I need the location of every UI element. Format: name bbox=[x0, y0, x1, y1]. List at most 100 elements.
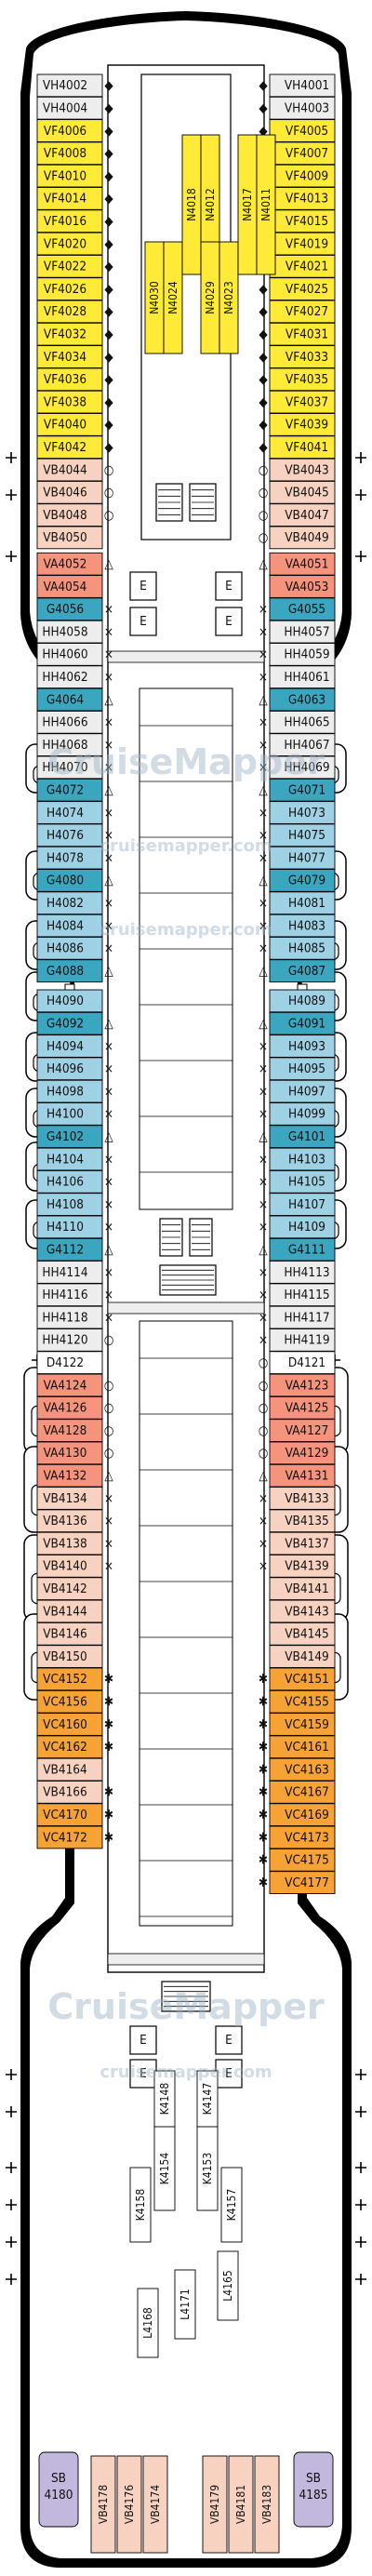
cabin-vb4137[interactable]: VB4137× bbox=[259, 1531, 336, 1555]
cabin-vc4173[interactable]: VC4173✱ bbox=[259, 1825, 336, 1849]
cabin-vb4044[interactable]: VB4044○ bbox=[36, 458, 113, 482]
cabin-hh4117[interactable]: HH4117× bbox=[259, 1305, 336, 1329]
cabin-box[interactable] bbox=[269, 73, 336, 98]
cabin-box[interactable] bbox=[137, 2288, 159, 2358]
cabin-box[interactable] bbox=[254, 2455, 280, 2554]
cabin-box[interactable] bbox=[269, 1057, 336, 1081]
cabin-hh4115[interactable]: HH4115× bbox=[259, 1283, 336, 1307]
cabin-box[interactable] bbox=[219, 241, 239, 354]
cabin-box[interactable] bbox=[269, 435, 336, 460]
cabin-vb4049[interactable]: VB4049○ bbox=[259, 526, 336, 550]
cabin-hh4116[interactable]: HH4116× bbox=[36, 1283, 113, 1307]
cabin-box[interactable] bbox=[36, 710, 103, 734]
cabin-h4103[interactable]: H4103× bbox=[259, 1147, 336, 1171]
cabin-box[interactable] bbox=[269, 1328, 336, 1352]
cabin-vc4156[interactable]: VC4156✱ bbox=[36, 1689, 113, 1714]
cabin-h4074[interactable]: H4074× bbox=[36, 801, 113, 824]
cabin-l4168[interactable]: L4168 bbox=[137, 2288, 159, 2358]
cabin-vf4036[interactable]: VF4036◆ bbox=[36, 367, 113, 392]
cabin-box[interactable] bbox=[217, 2250, 239, 2321]
cabin-box[interactable] bbox=[269, 1237, 336, 1261]
cabin-box[interactable] bbox=[36, 1825, 103, 1849]
cabin-d4121[interactable]: D4121○ bbox=[259, 1351, 336, 1375]
cabin-l4165[interactable]: L4165 bbox=[217, 2250, 239, 2321]
cabin-box[interactable] bbox=[269, 345, 336, 368]
cabin-hh4065[interactable]: HH4065× bbox=[259, 710, 336, 734]
cabin-box[interactable] bbox=[269, 733, 336, 756]
cabin-box[interactable] bbox=[36, 1781, 103, 1804]
cabin-g4091[interactable]: G4091△ bbox=[259, 1011, 336, 1035]
cabin-vb4143[interactable]: VB4143 bbox=[269, 1599, 336, 1623]
cabin-vb4046[interactable]: VB4046○ bbox=[36, 480, 113, 504]
cabin-n4024[interactable]: N4024 bbox=[163, 241, 183, 354]
cabin-box[interactable] bbox=[269, 526, 336, 550]
cabin-g4072[interactable]: G4072△ bbox=[36, 778, 113, 802]
cabin-box[interactable] bbox=[36, 597, 103, 621]
cabin-box[interactable] bbox=[269, 1395, 336, 1420]
cabin-box[interactable] bbox=[269, 1689, 336, 1714]
cabin-vf4037[interactable]: VF4037◆ bbox=[259, 390, 336, 414]
cabin-h4089[interactable]: H4089 bbox=[269, 989, 336, 1013]
cabin-g4112[interactable]: G4112△ bbox=[36, 1237, 113, 1261]
cabin-vb4149[interactable]: VB4149 bbox=[269, 1645, 336, 1668]
cabin-box[interactable] bbox=[36, 801, 103, 824]
cabin-box[interactable] bbox=[36, 1419, 103, 1442]
cabin-vb4179[interactable]: VB4179 bbox=[202, 2455, 228, 2554]
cabin-box[interactable] bbox=[228, 2455, 254, 2554]
cabin-va4124[interactable]: VA4124○ bbox=[36, 1373, 113, 1397]
cabin-box[interactable] bbox=[269, 823, 336, 848]
cabin-hh4060[interactable]: HH4060× bbox=[36, 643, 113, 666]
cabin-box[interactable] bbox=[36, 1079, 103, 1103]
cabin-vc4152[interactable]: VC4152✱ bbox=[36, 1667, 113, 1691]
cabin-box[interactable] bbox=[269, 1441, 336, 1465]
cabin-h4097[interactable]: H4097× bbox=[259, 1079, 336, 1103]
cabin-box[interactable] bbox=[269, 1781, 336, 1804]
cabin-box[interactable] bbox=[36, 1351, 103, 1375]
cabin-box[interactable] bbox=[38, 2451, 79, 2528]
cabin-box[interactable] bbox=[269, 119, 336, 142]
cabin-vc4169[interactable]: VC4169✱ bbox=[259, 1803, 336, 1827]
cabin-box[interactable] bbox=[36, 891, 103, 915]
cabin-box[interactable] bbox=[36, 733, 103, 756]
cabin-box[interactable] bbox=[116, 2455, 142, 2554]
cabin-box[interactable] bbox=[36, 1193, 103, 1216]
cabin-box[interactable] bbox=[36, 1011, 103, 1035]
cabin-box[interactable] bbox=[269, 1622, 336, 1646]
cabin-k4148[interactable]: K4148 bbox=[153, 2070, 176, 2128]
cabin-box[interactable] bbox=[36, 277, 103, 300]
cabin-n4030[interactable]: N4030 bbox=[144, 241, 165, 354]
cabin-vf4034[interactable]: VF4034◆ bbox=[36, 345, 113, 368]
cabin-box[interactable] bbox=[36, 1463, 103, 1488]
cabin-box[interactable] bbox=[269, 322, 336, 346]
cabin-box[interactable] bbox=[36, 435, 103, 460]
cabin-vc4172[interactable]: VC4172✱ bbox=[36, 1825, 113, 1849]
cabin-box[interactable] bbox=[36, 345, 103, 368]
cabin-vb4181[interactable]: VB4181 bbox=[228, 2455, 254, 2554]
cabin-vc4151[interactable]: VC4151✱ bbox=[259, 1667, 336, 1691]
cabin-box[interactable] bbox=[36, 1305, 103, 1329]
cabin-vf4010[interactable]: VF4010◆ bbox=[36, 164, 113, 188]
cabin-vh4003[interactable]: VH4003◆ bbox=[259, 96, 336, 120]
cabin-box[interactable] bbox=[153, 2070, 176, 2128]
cabin-vb4135[interactable]: VB4135× bbox=[259, 1509, 336, 1533]
cabin-vf4039[interactable]: VF4039◆ bbox=[259, 413, 336, 436]
cabin-vc4175[interactable]: VC4175✱ bbox=[259, 1848, 336, 1872]
cabin-box[interactable] bbox=[269, 846, 336, 870]
cabin-h4075[interactable]: H4075× bbox=[259, 823, 336, 848]
cabin-h4086[interactable]: H4086× bbox=[36, 936, 113, 960]
cabin-g4071[interactable]: G4071△ bbox=[259, 778, 336, 802]
cabin-box[interactable] bbox=[36, 1803, 103, 1827]
cabin-box[interactable] bbox=[36, 209, 103, 234]
cabin-box[interactable] bbox=[36, 1689, 103, 1714]
cabin-h4096[interactable]: H4096× bbox=[36, 1057, 113, 1081]
cabin-vb4150[interactable]: VB4150 bbox=[36, 1645, 103, 1668]
cabin-hh4062[interactable]: HH4062× bbox=[36, 665, 113, 689]
cabin-l4171[interactable]: L4171 bbox=[174, 2269, 196, 2340]
cabin-box[interactable] bbox=[269, 801, 336, 824]
cabin-hh4119[interactable]: HH4119× bbox=[259, 1328, 336, 1352]
cabin-box[interactable] bbox=[269, 300, 336, 324]
cabin-vc4170[interactable]: VC4170✱ bbox=[36, 1803, 113, 1827]
cabin-box[interactable] bbox=[36, 1667, 103, 1691]
cabin-g4102[interactable]: G4102△ bbox=[36, 1125, 113, 1149]
cabin-va4054[interactable]: VA4054 bbox=[36, 575, 103, 598]
